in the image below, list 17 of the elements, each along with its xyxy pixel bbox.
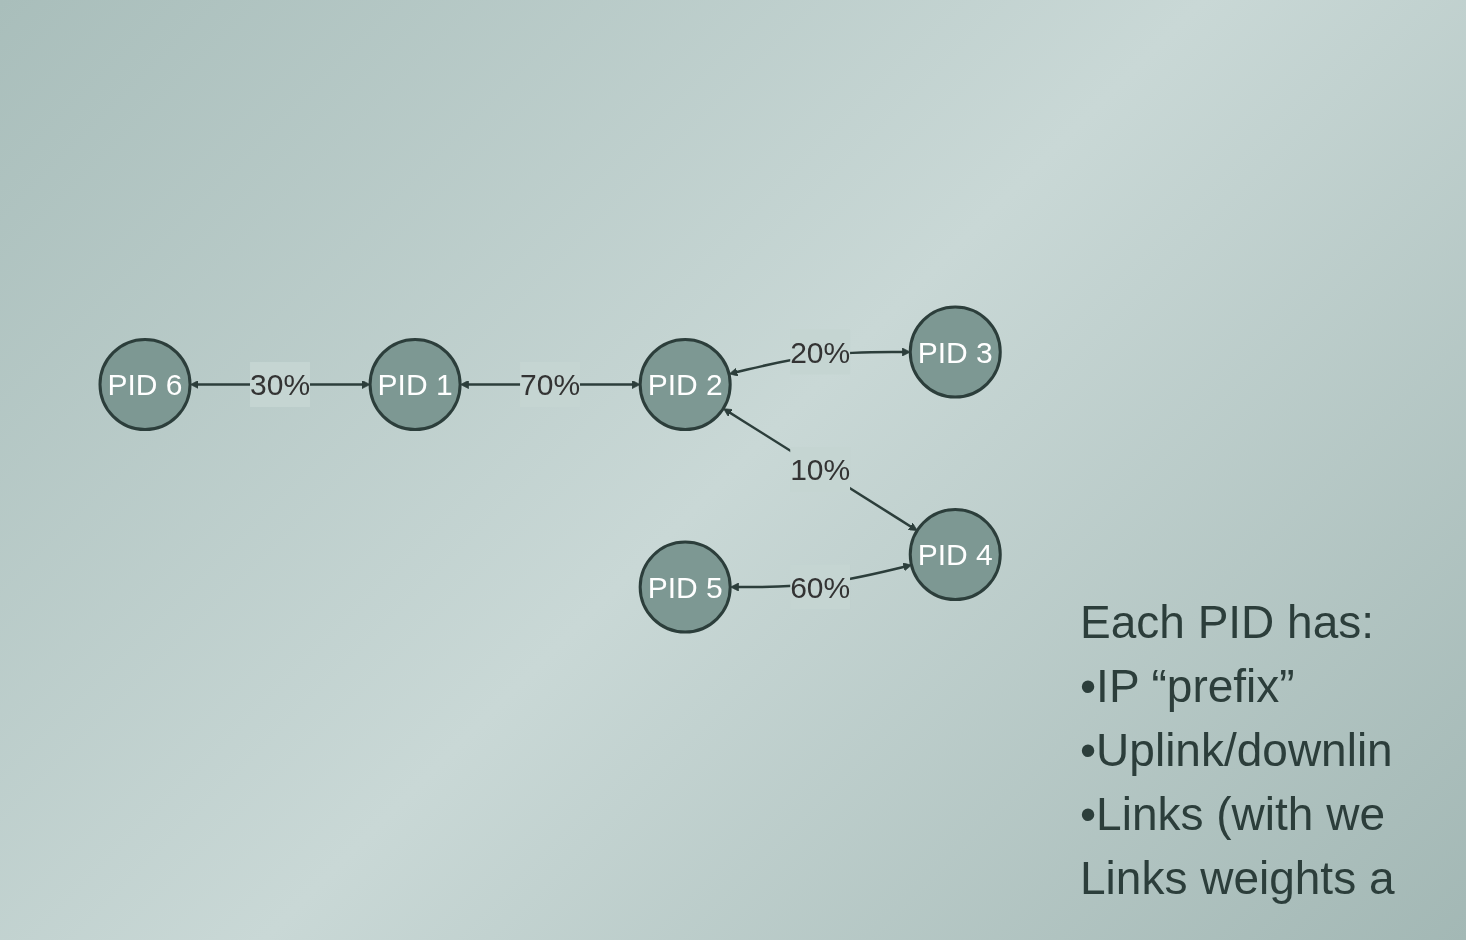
node-circle: PID 3 xyxy=(908,305,1002,399)
node-circle: PID 4 xyxy=(908,508,1002,602)
node-circle: PID 5 xyxy=(638,541,732,635)
edge-label: 30% xyxy=(249,368,310,402)
edge-label: 70% xyxy=(519,368,581,402)
node-circle: PID 2 xyxy=(638,338,732,432)
arrow xyxy=(723,408,918,532)
node-circle: PID 6 xyxy=(98,338,192,432)
node-circle: PID 1 xyxy=(368,338,462,432)
note-text: •Uplink/downlin xyxy=(1080,723,1393,778)
note-text: •Links (with we xyxy=(1080,787,1385,842)
note-text: •IP “prefix” xyxy=(1080,659,1295,714)
edge-label: 20% xyxy=(790,335,851,369)
note-text: Links weights a xyxy=(1080,851,1395,906)
edge-label: 60% xyxy=(790,571,851,605)
edge-label: 10% xyxy=(790,453,851,487)
note-text: Each PID has: xyxy=(1080,595,1375,650)
